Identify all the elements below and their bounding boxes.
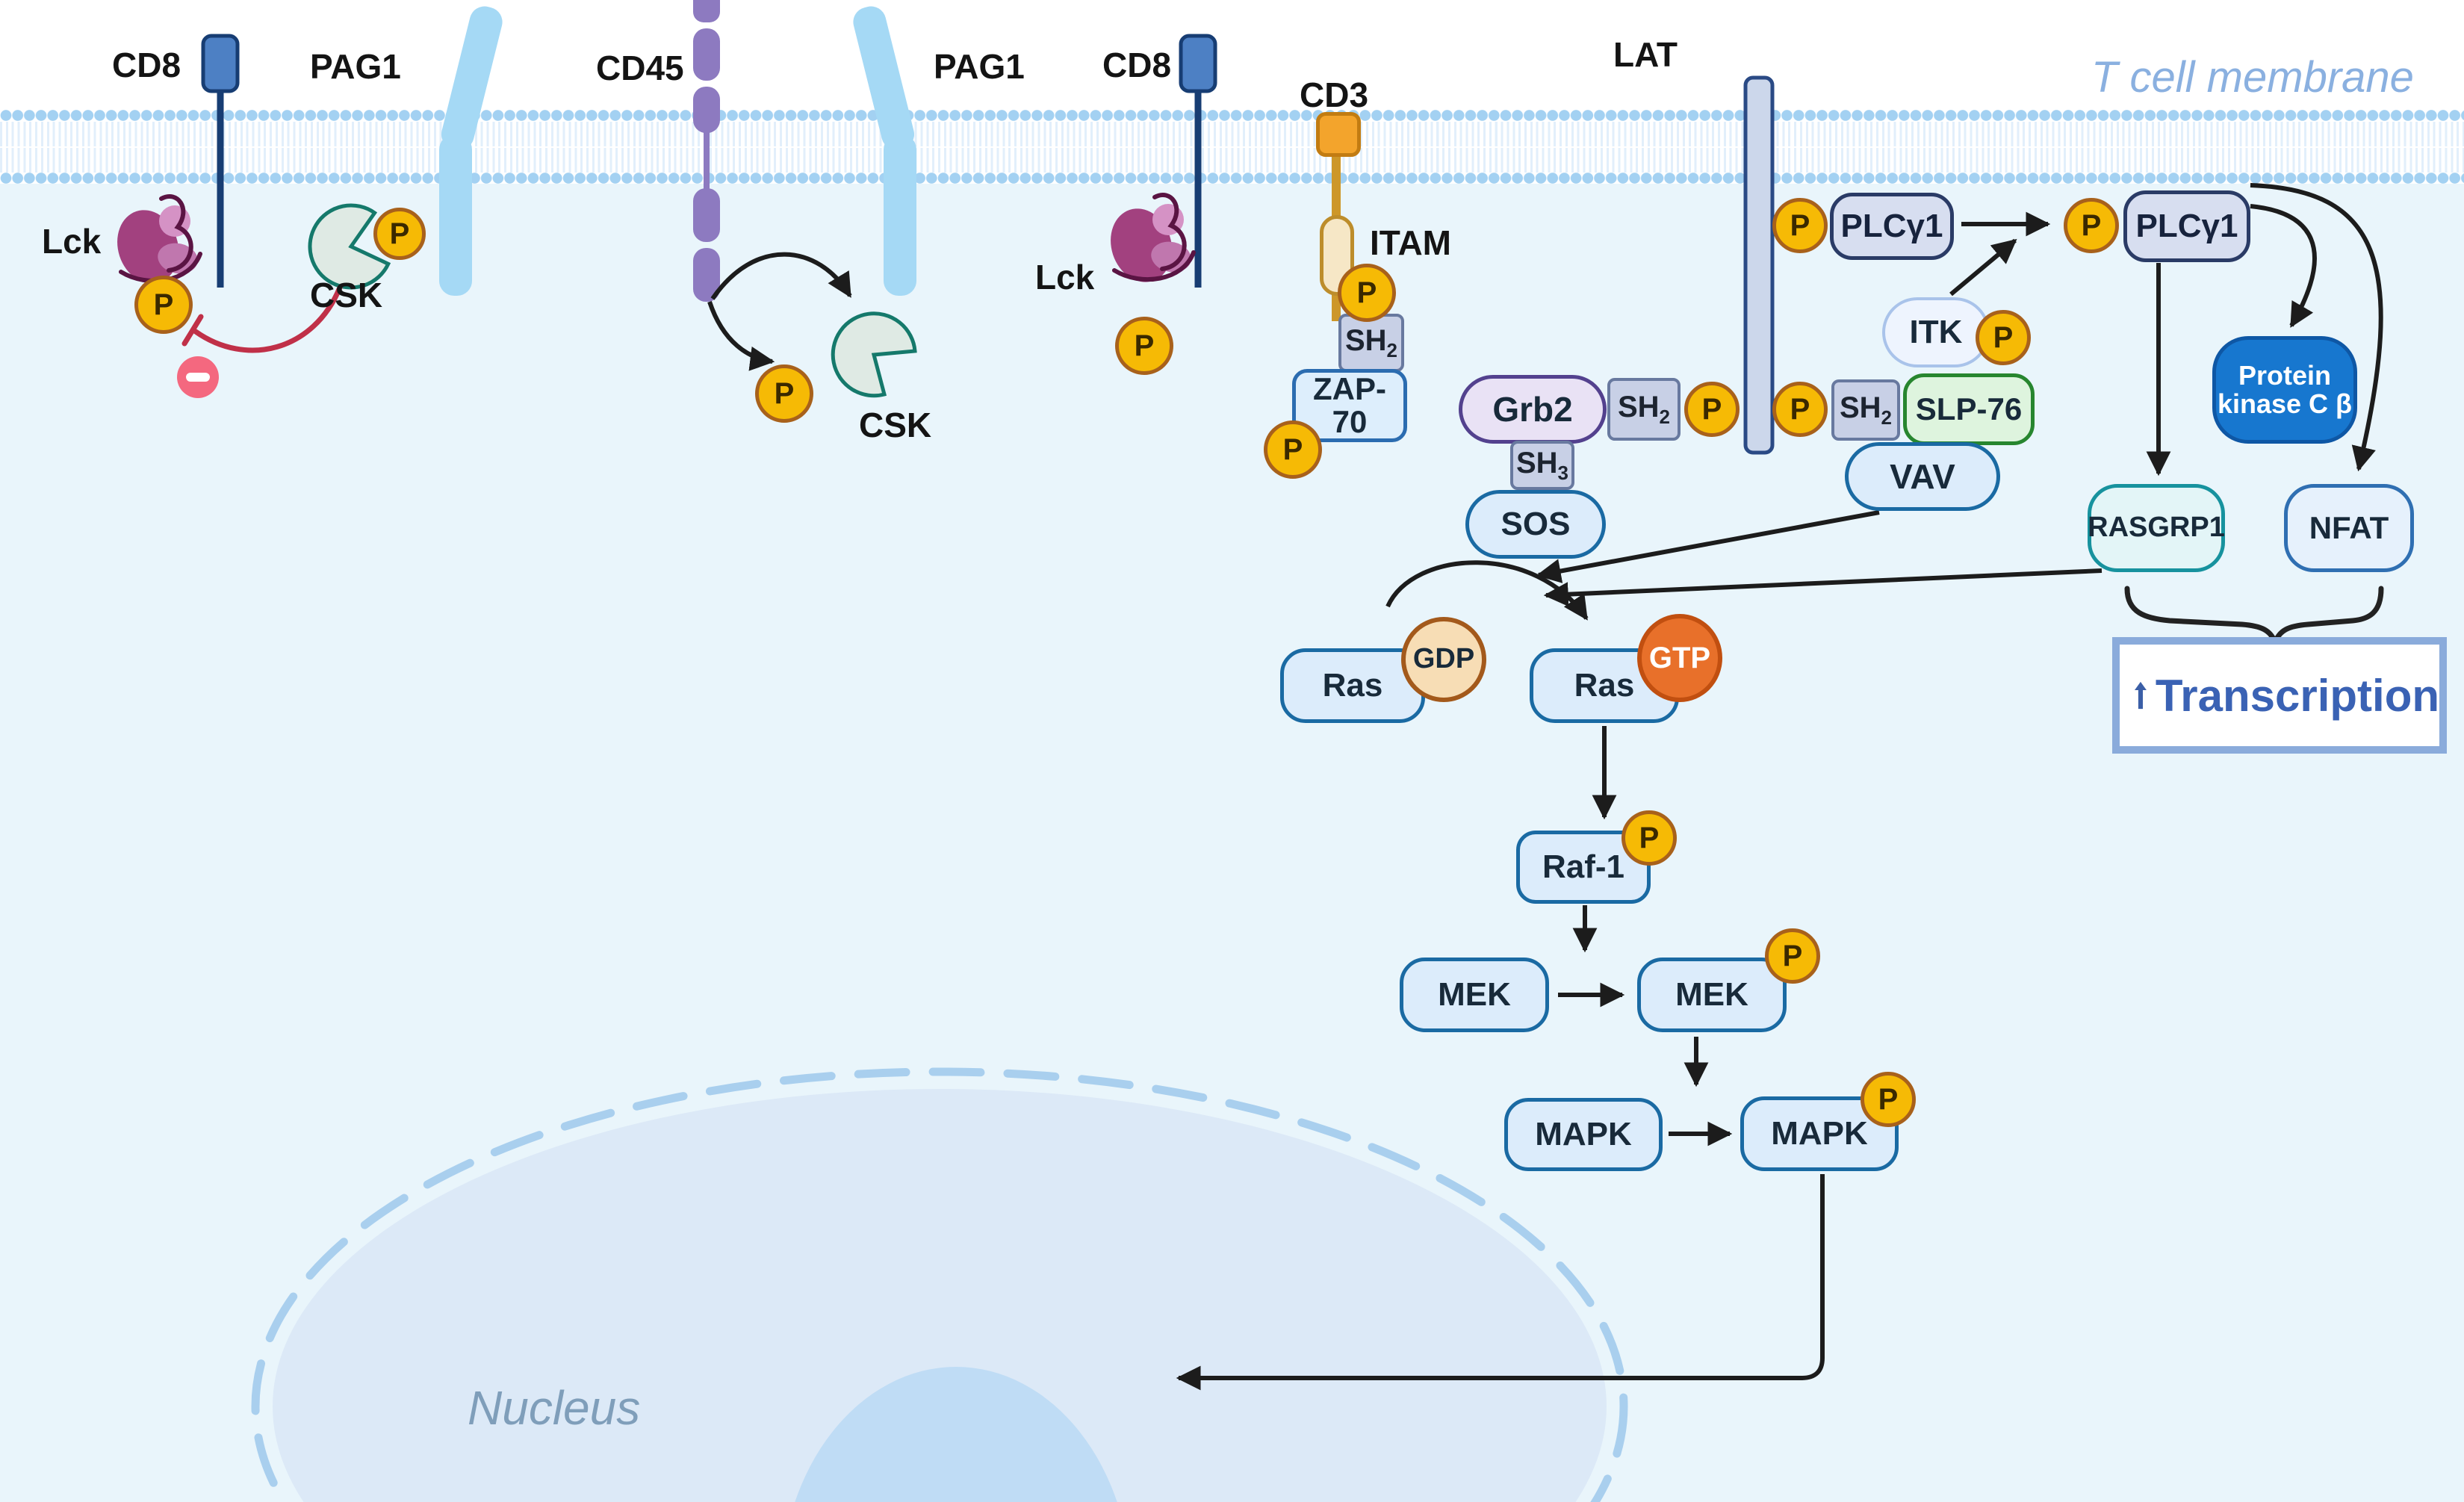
cd45-receptor-shape (693, 0, 720, 302)
vav-to-ras-arrow (1536, 510, 1880, 583)
pag1-right-shape (853, 6, 916, 296)
brace (2124, 586, 2384, 650)
cd8-left-label: CD8 (112, 46, 181, 84)
itk-arrow (1949, 238, 2017, 297)
grb2-sh3-domain: SH3 (1510, 441, 1574, 490)
membrane-outer-leaflet (0, 109, 2464, 122)
slp76-sh2-domain: SH2 (1831, 379, 1900, 441)
up-arrow-icon (2135, 681, 2147, 710)
lck-right-label: Lck (1035, 258, 1095, 297)
membrane-inner-leaflet (0, 172, 2464, 184)
lat-receptor-shape (1743, 75, 1775, 455)
transcription-label: Transcription (2155, 670, 2439, 721)
phosphate-plcg1-left: P (1772, 198, 1828, 253)
phosphate-lck-left: P (134, 276, 193, 334)
membrane-title: T cell membrane (2091, 53, 2414, 102)
phosphate-itam: P (1338, 264, 1396, 322)
phosphate-itk: P (1976, 310, 2031, 365)
csk-right-shape (831, 311, 917, 398)
gtp-badge: GTP (1637, 614, 1722, 702)
mapk-box: MAPK (1504, 1098, 1663, 1171)
csk-left-shape (308, 203, 391, 290)
lck-right-shape (1102, 195, 1194, 290)
vav-box: VAV (1845, 442, 2000, 511)
slp76-box: SLP-76 (1903, 373, 2035, 445)
phosphate-lck-right: P (1115, 317, 1173, 375)
lck-left-label: Lck (42, 222, 102, 261)
sos-box: SOS (1465, 490, 1606, 559)
nucleus-label: Nucleus (468, 1381, 641, 1435)
signal-arrows (707, 183, 2383, 1391)
pag1-right-label: PAG1 (934, 47, 1025, 86)
itam-label: ITAM (1370, 223, 1452, 262)
inhibition-arrow (181, 285, 343, 353)
phosphate-mapk: P (1861, 1072, 1916, 1127)
transcription-box: Transcription (2112, 637, 2447, 754)
csk-left-label: CSK (310, 276, 383, 314)
itam-capsule (1320, 215, 1354, 296)
pag1-left-shape (439, 6, 503, 296)
rasgrp1-to-ras-arrow (1543, 568, 2103, 607)
nfat-box: NFAT (2284, 484, 2414, 572)
phosphate-raf1: P (1622, 810, 1677, 866)
csk-right-label: CSK (859, 406, 932, 444)
plcg1-to-nfat-arrow (2250, 183, 2383, 472)
cd45-to-phosphate-arrow (707, 301, 775, 371)
cd3-label: CD3 (1300, 75, 1369, 114)
cd8-right-label: CD8 (1102, 46, 1172, 84)
plcg1-left-box: PLCγ1 (1830, 193, 1954, 260)
cd45-to-csk-arrow (710, 252, 852, 300)
itk-box: ITK (1882, 297, 1990, 367)
phosphate-plcg1-right: P (2064, 198, 2119, 253)
rasgrp1-box: RASGRP1 (2088, 484, 2225, 572)
mapk-to-nucleus-arrow (1176, 1174, 1825, 1391)
cd8-right-shape (1179, 34, 1217, 288)
phosphate-cd45: P (755, 364, 813, 423)
phosphate-lat-left: P (1684, 382, 1740, 437)
grb2-sh2-domain: SH2 (1607, 378, 1681, 441)
inhibition-minus-icon (177, 356, 219, 398)
mek-p-box: MEK (1637, 958, 1787, 1032)
grb2-box: Grb2 (1459, 375, 1607, 444)
phosphate-zap70: P (1264, 421, 1322, 479)
gdp-badge: GDP (1401, 617, 1486, 702)
lat-label: LAT (1613, 35, 1678, 74)
mek-box: MEK (1400, 958, 1549, 1032)
phosphate-mek: P (1765, 928, 1820, 984)
cd3-head (1316, 112, 1361, 157)
pag1-left-label: PAG1 (310, 47, 401, 86)
membrane-tails-lower (0, 148, 2464, 173)
cd45-label: CD45 (596, 49, 684, 87)
phosphate-lat-right: P (1772, 382, 1828, 437)
cd8-left-shape (201, 34, 240, 288)
zap70-sh2-domain: SH2 (1338, 314, 1404, 372)
phosphate-csk-left: P (373, 208, 426, 260)
plcg1-to-pkc-arrow (2250, 204, 2317, 328)
membrane-tails-upper (0, 122, 2464, 146)
plcg1-right-box: PLCγ1 (2123, 190, 2250, 262)
